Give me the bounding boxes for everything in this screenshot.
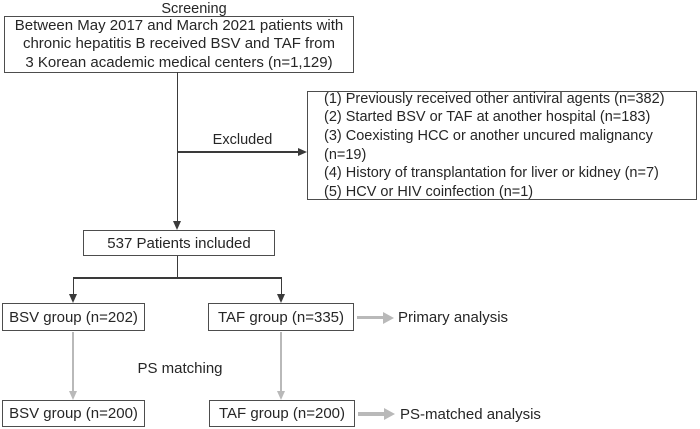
gray-arrowhead-right-icon — [383, 311, 394, 324]
screening-label: Screening — [161, 1, 227, 17]
screening-box-line: chronic hepatitis B received BSV and TAF… — [22, 35, 336, 53]
connector-split-horizontal — [72, 277, 282, 279]
excluded-item: (5) HCV or HIV coinfection (n=1) — [324, 183, 534, 200]
connector-included-stem — [176, 256, 178, 278]
excluded-box: (1) Previously received other antiviral … — [307, 91, 697, 200]
connector-to-taf-group — [280, 277, 282, 294]
excluded-item: (4) History of transplantation for liver… — [324, 165, 659, 182]
bsv-group-box: BSV group (n=202) — [2, 303, 145, 331]
connector-to-bsv-group — [72, 277, 74, 294]
gray-arrowhead-down-icon — [68, 391, 77, 400]
connector-primary-analysis — [357, 315, 384, 319]
excluded-item: (2) Started BSV or TAF at another hospit… — [324, 109, 651, 126]
arrowhead-down-icon — [276, 294, 285, 303]
screening-box-line: Between May 2017 and March 2021 patients… — [14, 16, 344, 34]
included-box: 537 Patients included — [83, 230, 275, 256]
screening-box: Between May 2017 and March 2021 patients… — [4, 16, 354, 73]
connector-bsv-ps-matching — [72, 332, 74, 391]
arrowhead-right-icon — [298, 147, 307, 156]
bsv-matched-box: BSV group (n=200) — [2, 400, 145, 427]
arrowhead-down-icon — [172, 221, 181, 230]
excluded-box-text: (1) Previously received other antiviral … — [324, 90, 696, 202]
gray-arrowhead-right-icon — [384, 408, 395, 420]
excluded-item: (1) Previously received other antiviral … — [324, 90, 665, 107]
taf-group-box: TAF group (n=335) — [208, 303, 354, 331]
arrowhead-down-icon — [68, 294, 77, 303]
gray-arrowhead-down-icon — [276, 391, 285, 400]
ps-matching-label: PS matching — [137, 360, 223, 377]
ps-matched-analysis-label: PS-matched analysis — [400, 406, 541, 423]
excluded-item: (3) Coexisting HCC or another uncured ma… — [324, 127, 653, 163]
connector-screening-to-included — [176, 72, 178, 221]
primary-analysis-label: Primary analysis — [398, 309, 509, 326]
connector-excluded-branch — [177, 151, 298, 153]
excluded-label: Excluded — [212, 132, 273, 148]
screening-box-line: 3 Korean academic medical centers (n=1,1… — [25, 53, 333, 71]
screening-box-text: Between May 2017 and March 2021 patients… — [15, 17, 344, 73]
connector-ps-matched-analysis — [358, 412, 385, 416]
connector-taf-ps-matching — [280, 332, 282, 391]
taf-matched-box: TAF group (n=200) — [209, 400, 355, 427]
